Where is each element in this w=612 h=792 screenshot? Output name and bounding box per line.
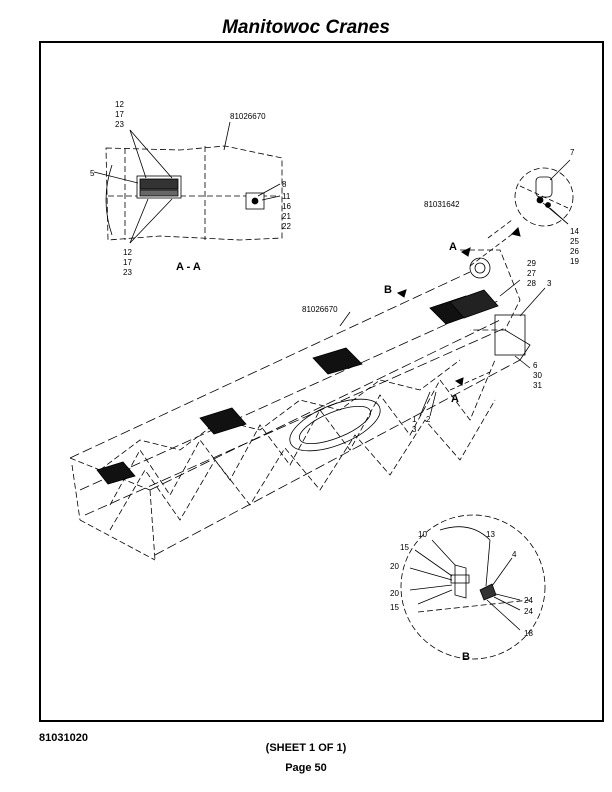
callout-30: 30 bbox=[533, 371, 542, 380]
callout-28: 28 bbox=[527, 279, 536, 288]
callout-5: 5 bbox=[90, 169, 95, 178]
callout-27: 27 bbox=[527, 269, 536, 278]
callout-17-top: 17 bbox=[115, 110, 124, 119]
callout-25: 25 bbox=[570, 237, 579, 246]
detail-circle-top bbox=[487, 159, 574, 239]
document-number: 81031020 bbox=[39, 732, 88, 744]
callout-3-top: 3 bbox=[547, 279, 552, 288]
callout-14: 14 bbox=[570, 227, 579, 236]
callout-31: 31 bbox=[533, 381, 542, 390]
callout-8: 8 bbox=[282, 180, 287, 189]
callout-2: 2 bbox=[426, 415, 431, 424]
callout-18: 18 bbox=[524, 629, 533, 638]
arrow-label-a-top: A bbox=[449, 241, 457, 253]
callout-26: 26 bbox=[570, 247, 579, 256]
callout-23-top: 23 bbox=[115, 120, 124, 129]
callout-17-bottom: 17 bbox=[123, 258, 132, 267]
callout-22: 22 bbox=[282, 222, 291, 231]
boom-lattice bbox=[69, 231, 546, 561]
callout-29: 29 bbox=[527, 259, 536, 268]
callout-1: 1 bbox=[412, 415, 417, 424]
callout-12-top: 12 bbox=[115, 100, 124, 109]
callout-16: 16 bbox=[282, 202, 291, 211]
part-number-aa: 81026670 bbox=[230, 112, 266, 121]
callout-21: 21 bbox=[282, 212, 291, 221]
detail-b-label: B bbox=[462, 651, 470, 663]
arrow-label-b: B bbox=[384, 284, 392, 296]
sheet-label: (SHEET 1 OF 1) bbox=[265, 742, 347, 754]
section-aa-view bbox=[93, 121, 283, 244]
callout-12-bottom: 12 bbox=[123, 248, 132, 257]
section-aa-label: A - A bbox=[176, 261, 201, 273]
callout-13: 13 bbox=[486, 530, 495, 539]
callout-11: 11 bbox=[282, 192, 291, 201]
callout-15-bottom: 15 bbox=[390, 603, 399, 612]
callout-24-top: 24 bbox=[524, 596, 533, 605]
callout-23-bottom: 23 bbox=[123, 268, 132, 277]
callout-20-bottom: 20 bbox=[390, 589, 399, 598]
part-number-top-right: 81031642 bbox=[424, 200, 460, 209]
callout-20-top: 20 bbox=[390, 562, 399, 571]
view-arrows bbox=[396, 227, 521, 386]
arrow-label-a-bottom: A bbox=[451, 393, 459, 405]
detail-b-view bbox=[400, 514, 546, 660]
callout-6: 6 bbox=[533, 361, 538, 370]
callout-4: 4 bbox=[512, 550, 517, 559]
callout-15-top: 15 bbox=[400, 543, 409, 552]
callout-24-bottom: 24 bbox=[524, 607, 533, 616]
callout-19: 19 bbox=[570, 257, 579, 266]
parts-drawing: 12 17 23 81026670 5 8 11 16 21 22 12 17 … bbox=[69, 100, 579, 663]
callout-7: 7 bbox=[570, 148, 575, 157]
page-number: Page 50 bbox=[285, 762, 327, 774]
drawing-frame bbox=[39, 41, 604, 722]
callout-3-bottom: 3 bbox=[412, 425, 417, 434]
callout-10: 10 bbox=[418, 530, 427, 539]
page-title: Manitowoc Cranes bbox=[222, 17, 390, 38]
part-number-boom: 81026670 bbox=[302, 305, 338, 314]
